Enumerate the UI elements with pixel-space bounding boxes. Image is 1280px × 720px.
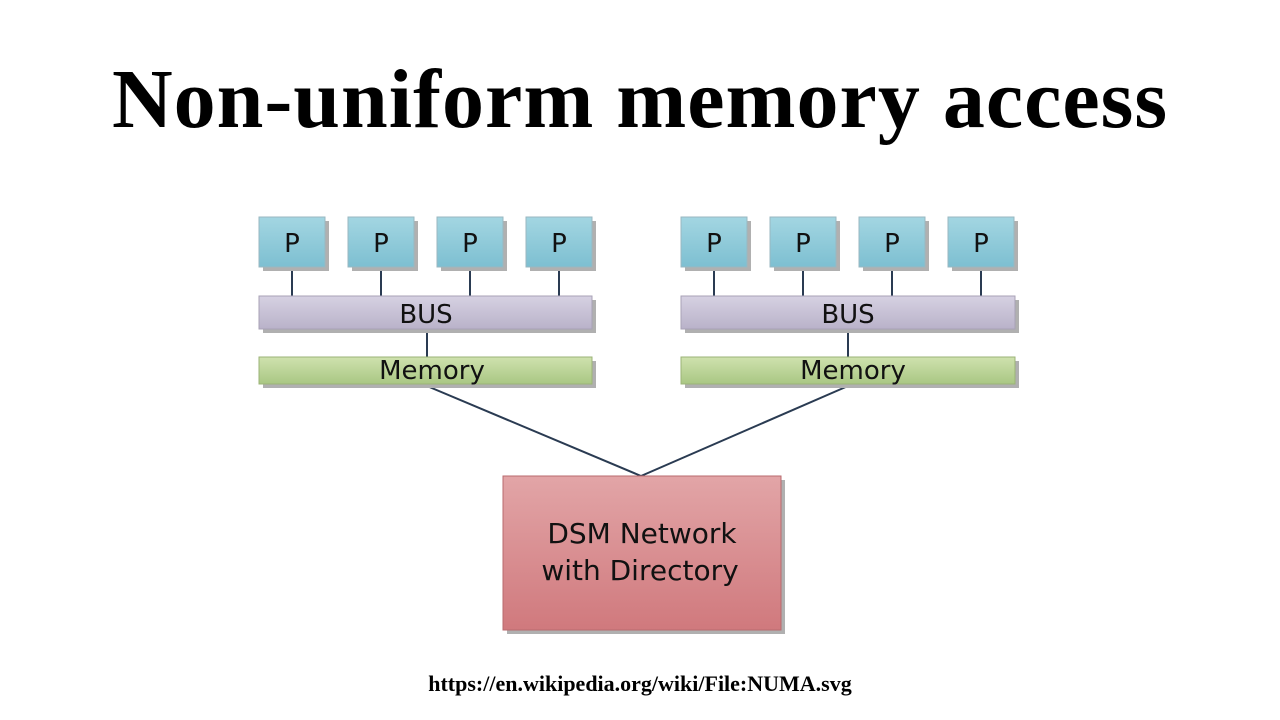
bus-label: BUS: [821, 300, 874, 330]
memory: Memory: [680, 356, 1019, 388]
bus: BUS: [258, 295, 596, 333]
network-label-line1: DSM Network: [547, 517, 737, 550]
processor-label: P: [973, 229, 989, 259]
memory: Memory: [258, 356, 596, 388]
processor: P: [947, 216, 1018, 271]
processor: P: [436, 216, 507, 271]
processor-label: P: [462, 229, 478, 259]
bus-label: BUS: [399, 300, 452, 330]
processor: P: [347, 216, 418, 271]
dsm-network: DSM Network with Directory: [502, 475, 785, 634]
page-title: Non-uniform memory access: [111, 53, 1169, 146]
memory-to-network-link-2: [640, 385, 849, 477]
processor: P: [858, 216, 929, 271]
processor: P: [258, 216, 329, 271]
bus: BUS: [680, 295, 1019, 333]
numa-node-2: P P P P BUS Memory: [680, 216, 1019, 388]
processor: P: [769, 216, 840, 271]
processor-label: P: [884, 229, 900, 259]
network-label-line2: with Directory: [541, 554, 738, 587]
processor-label: P: [706, 229, 722, 259]
processor-label: P: [284, 229, 300, 259]
processor: P: [680, 216, 751, 271]
processor-label: P: [551, 229, 567, 259]
processor: P: [525, 216, 596, 271]
memory-label: Memory: [379, 356, 485, 386]
processor-label: P: [795, 229, 811, 259]
memory-label: Memory: [800, 356, 906, 386]
source-url: https://en.wikipedia.org/wiki/File:NUMA.…: [428, 671, 852, 696]
processor-label: P: [373, 229, 389, 259]
memory-to-network-link-1: [426, 385, 642, 477]
numa-node-1: P P P P BUS Memory: [258, 216, 596, 388]
